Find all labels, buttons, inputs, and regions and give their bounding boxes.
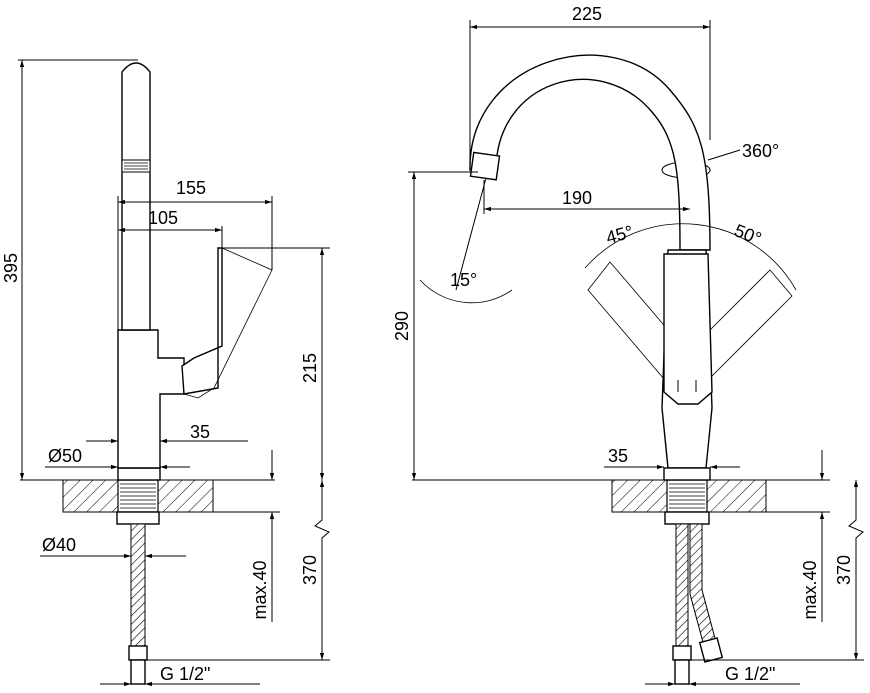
front-dim-base-offset: 35 — [608, 446, 628, 466]
front-dim-max-thickness: max.40 — [800, 560, 820, 619]
side-body — [117, 329, 185, 469]
side-dim-reach-inner: 105 — [148, 208, 178, 228]
front-dim-spout-angle: 15° — [450, 270, 477, 290]
side-hose-fitting — [128, 645, 148, 661]
front-dim-rotation: 360° — [742, 141, 779, 161]
side-view: 395 155 105 215 35 Ø50 Ø40 max.40 — [1, 59, 330, 687]
side-dim-height: 395 — [1, 253, 21, 283]
front-base — [663, 467, 711, 481]
side-dim-base-diameter: Ø50 — [48, 446, 82, 466]
side-dim-hose-length: 370 — [300, 555, 320, 585]
front-dim-angle-left: 45° — [604, 221, 635, 247]
front-dim-spout-reach: 190 — [562, 188, 592, 208]
front-dim-spout-span: 225 — [572, 4, 602, 24]
side-dim-reach-outer: 155 — [176, 178, 206, 198]
front-hose-left — [675, 523, 689, 647]
side-handle-ghost — [183, 247, 273, 399]
side-nut — [116, 511, 160, 525]
side-spout-pipe — [121, 62, 151, 331]
side-dim-hole-diameter: Ø40 — [42, 535, 76, 555]
side-dim-handle-height: 215 — [300, 353, 320, 383]
side-base — [117, 467, 161, 481]
front-view: 225 360° 190 45° 50° 15° 290 35 max.40 3… — [392, 4, 864, 687]
front-handle — [663, 253, 713, 405]
front-nut — [664, 511, 710, 525]
front-spout-tip — [469, 151, 501, 181]
side-dim-max-thickness: max.40 — [250, 560, 270, 619]
side-handle — [181, 247, 223, 395]
front-hose-right — [689, 523, 717, 647]
front-dim-angle-right: 50° — [732, 220, 765, 249]
front-hose-fitting — [672, 645, 692, 661]
front-spout — [469, 54, 711, 251]
front-dim-spout-height: 290 — [392, 311, 412, 341]
side-hose — [130, 523, 146, 647]
side-dim-handle-offset: 35 — [190, 422, 210, 442]
side-dim-thread: G 1/2" — [160, 664, 210, 684]
front-dim-thread: G 1/2" — [725, 664, 775, 684]
front-dim-hose-length: 370 — [834, 555, 854, 585]
